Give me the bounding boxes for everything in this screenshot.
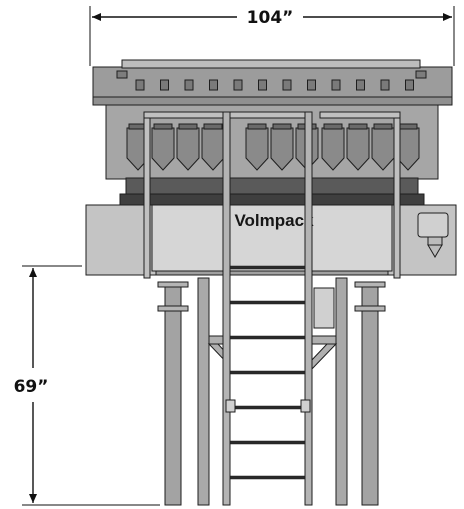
motor-body <box>417 212 449 238</box>
hopper-gate <box>323 123 343 130</box>
feeder-bucket <box>233 79 243 91</box>
hopper-housing-lip <box>92 96 453 106</box>
motor-mount <box>427 236 443 246</box>
feeder-bucket <box>380 79 390 91</box>
width-dimension: 104” <box>89 6 455 66</box>
width-dimension-label: 104” <box>247 8 294 28</box>
leg-foot-pad-left-top <box>157 281 189 288</box>
leg-foot-pad-left-bottom <box>157 305 189 312</box>
hopper-gate <box>272 123 292 130</box>
collar-band <box>125 177 419 195</box>
top-lid-rim <box>121 59 421 69</box>
feeder-bucket <box>331 79 341 91</box>
ladder-stile-left <box>222 111 231 506</box>
ladder-bracket-left <box>225 399 236 413</box>
cage-bar-top-right <box>319 111 401 119</box>
hopper-gate <box>203 123 223 130</box>
collar-band-edge <box>119 193 425 207</box>
main-housing-front-panel <box>151 204 393 272</box>
ladder-rung <box>229 335 306 340</box>
inner-leg-left <box>197 277 210 506</box>
ladder-stile-right <box>304 111 313 506</box>
ladder-rung <box>229 405 306 410</box>
cage-rail-right <box>393 111 401 279</box>
support-structure <box>157 277 386 506</box>
outer-leg-right <box>361 285 379 506</box>
feeder-bucket <box>160 79 169 91</box>
ladder-bracket-right <box>300 399 311 413</box>
ladder-rungs <box>229 265 306 480</box>
feeder-bucket <box>209 79 218 91</box>
ladder <box>143 111 401 506</box>
motor-cone <box>427 244 443 258</box>
cage-rail-left <box>143 111 151 279</box>
feeder-bucket <box>135 79 145 91</box>
inner-leg-right <box>335 277 348 506</box>
top-lid <box>92 66 453 98</box>
brand-label: Volmpack <box>234 211 314 230</box>
ladder-rung <box>229 440 306 445</box>
feeder-bucket <box>258 79 267 91</box>
frame-beam-right <box>309 335 337 345</box>
feeder-bucket <box>282 79 292 91</box>
ladder-rung <box>229 370 306 375</box>
feeder-row <box>135 79 414 91</box>
feeder-bucket <box>356 79 365 91</box>
hopper-gate <box>178 123 198 130</box>
electrical-box <box>313 287 335 329</box>
brace-right <box>309 343 338 373</box>
leg-foot-pad-right-bottom <box>354 305 386 312</box>
outer-leg-left <box>164 285 182 506</box>
feeder-bucket <box>307 79 316 91</box>
hopper-gate <box>153 123 173 130</box>
height-dimension-label: 69” <box>14 377 49 397</box>
top-lid-handle-right <box>415 70 427 79</box>
feeder-bucket <box>405 79 414 91</box>
hopper-gate <box>348 123 368 130</box>
leg-foot-pad-right-top <box>354 281 386 288</box>
ladder-rung <box>229 300 306 305</box>
ladder-top-bar <box>229 111 306 119</box>
hopper-gate <box>373 123 393 130</box>
ladder-rung <box>229 265 306 270</box>
hopper-gate <box>398 123 418 130</box>
height-dimension: 69” <box>14 265 160 506</box>
hopper-gate <box>247 123 267 130</box>
top-lid-handle-left <box>116 70 128 79</box>
ladder-rung <box>229 475 306 480</box>
feeder-bucket <box>184 79 194 91</box>
cage-bar-top-left <box>143 111 225 119</box>
